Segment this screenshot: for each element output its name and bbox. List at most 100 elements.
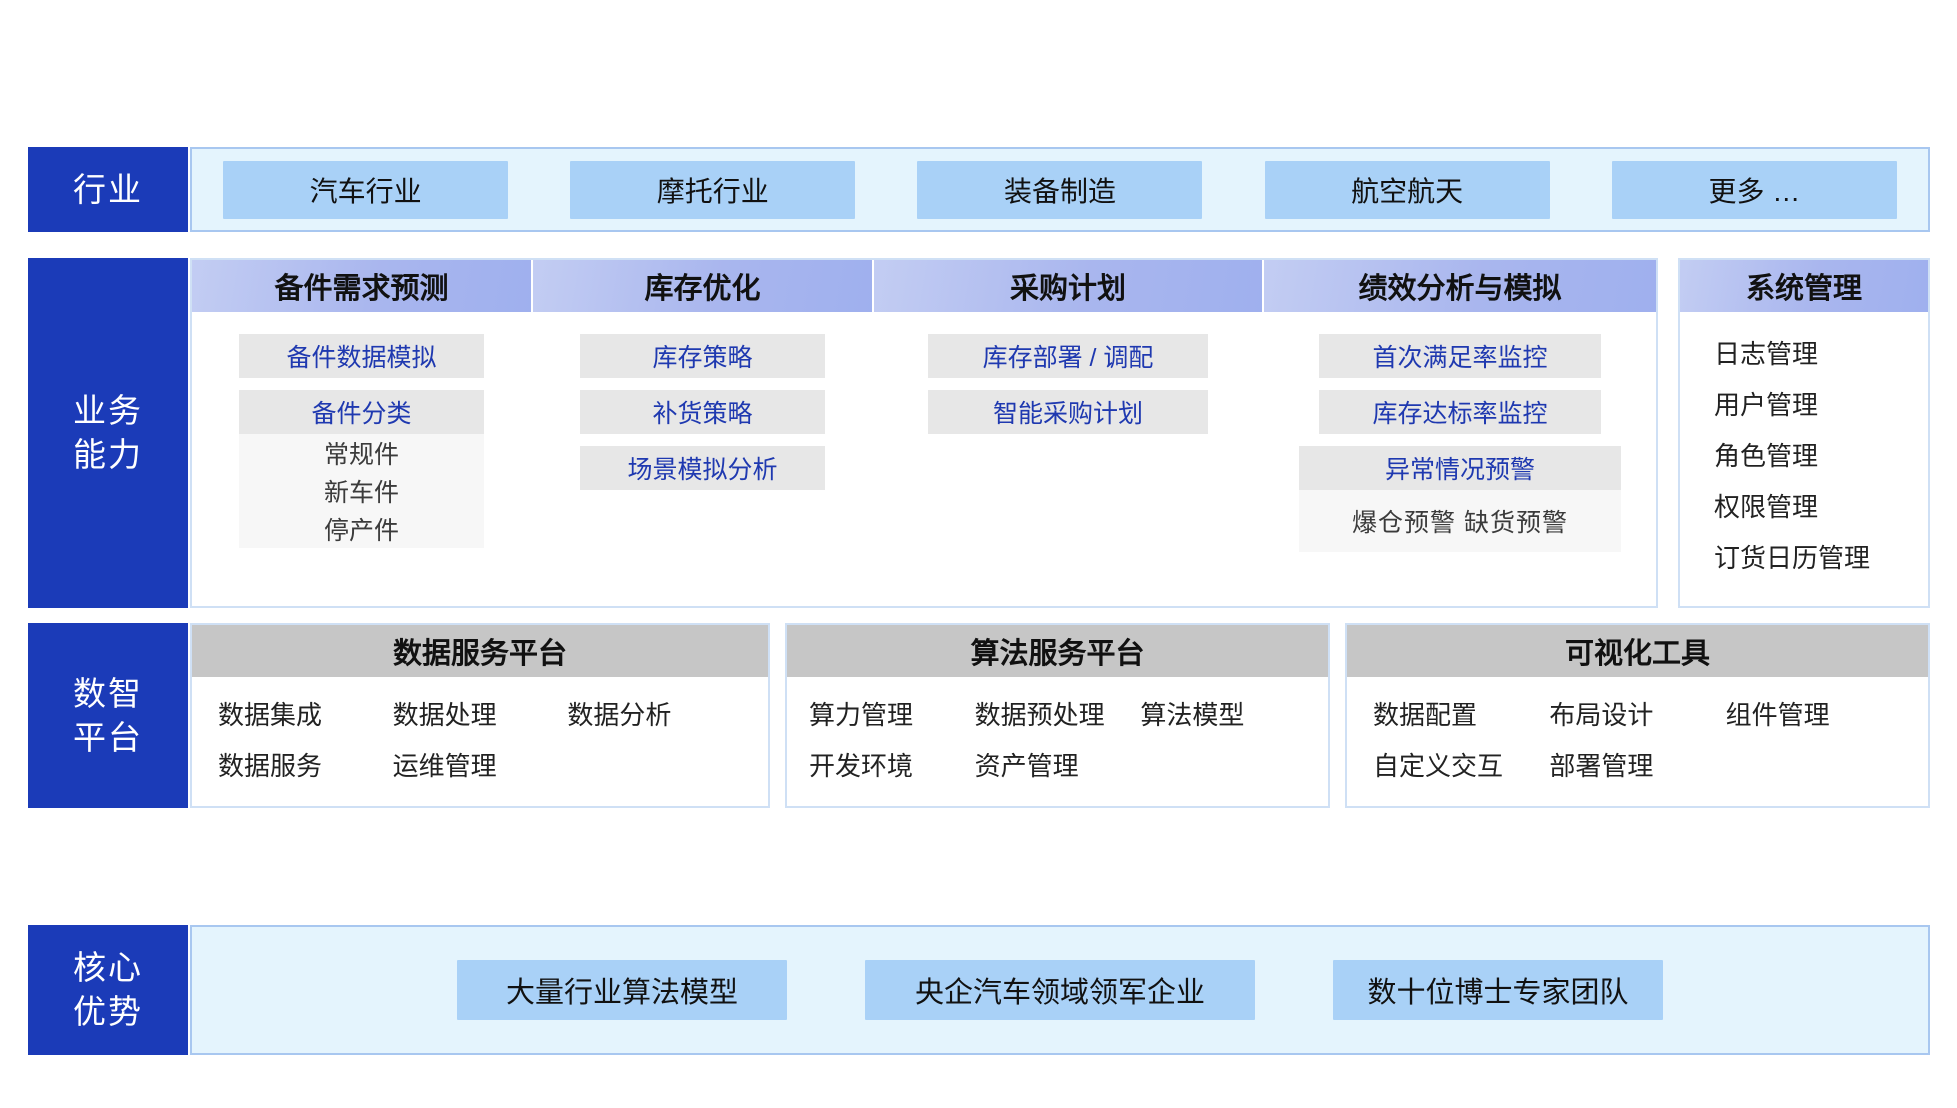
capability-group-exception-alert: 异常情况预警 爆仓预警 缺货预警	[1299, 446, 1621, 552]
platform-item-development-environment[interactable]: 开发环境	[809, 746, 975, 783]
capability-item-inventory-compliance-rate-monitoring[interactable]: 库存达标率监控	[1318, 390, 1602, 434]
industry-chip-motorcycle[interactable]: 摩托行业	[570, 160, 856, 219]
capability-subitem-regular-part-label: 常规件	[323, 441, 399, 469]
capability-header-procurement-plan[interactable]: 采购计划	[874, 260, 1262, 312]
core-advantage-chip-phd-expert-team[interactable]: 数十位博士专家团队	[1333, 960, 1663, 1020]
capability-subitem-discontinued-part-label: 停产件	[323, 517, 399, 545]
capability-subitem-regular-part: 常规件	[324, 434, 399, 472]
platform-header-visualization-tools-label: 可视化工具	[1564, 638, 1710, 670]
capability-item-inventory-strategy-label: 库存策略	[652, 344, 753, 372]
capability-item-spare-parts-data-simulation-label: 备件数据模拟	[286, 344, 437, 372]
capability-group-header-exception-alert[interactable]: 异常情况预警	[1299, 446, 1621, 490]
row-label-core-advantage-line1: 核心	[73, 949, 143, 987]
capability-item-smart-procurement-plan[interactable]: 智能采购计划	[928, 390, 1208, 434]
platform-item-compute-management[interactable]: 算力管理	[809, 695, 975, 732]
capability-subitem-overstock-stockout-alert-label: 爆仓预警 缺货预警	[1352, 509, 1568, 537]
capability-header-procurement-plan-label: 采购计划	[1009, 273, 1126, 305]
system-management-item-order-calendar[interactable]: 订货日历管理	[1714, 538, 1928, 575]
capability-subitem-new-vehicle-part: 新车件	[324, 472, 399, 510]
platform-item-component-management[interactable]: 组件管理	[1726, 695, 1902, 732]
capability-header-inventory-optimization-label: 库存优化	[644, 273, 761, 305]
capability-item-inventory-strategy[interactable]: 库存策略	[580, 334, 825, 378]
capability-body-performance-analysis-simulation: 首次满足率监控 库存达标率监控 异常情况预警 爆仓预警 缺货预警	[1264, 312, 1656, 606]
system-management-item-order-calendar-label: 订货日历管理	[1714, 543, 1871, 573]
capability-subitem-discontinued-part: 停产件	[324, 510, 399, 548]
core-advantage-chip-algorithm-models[interactable]: 大量行业算法模型	[457, 960, 787, 1020]
capability-item-replenishment-strategy-label: 补货策略	[652, 400, 753, 428]
platform-item-layout-design-label: 布局设计	[1549, 700, 1654, 730]
system-management-header-label: 系统管理	[1745, 273, 1862, 305]
system-management-body: 日志管理 用户管理 角色管理 权限管理 订货日历管理	[1680, 312, 1928, 606]
platform-item-deployment-management[interactable]: 部署管理	[1549, 746, 1725, 783]
platform-item-data-preprocessing[interactable]: 数据预处理	[975, 695, 1141, 732]
platform-item-algorithm-model[interactable]: 算法模型	[1140, 695, 1306, 732]
capability-header-inventory-optimization[interactable]: 库存优化	[533, 260, 872, 312]
platform-item-deployment-management-label: 部署管理	[1549, 751, 1654, 781]
platform-header-visualization-tools[interactable]: 可视化工具	[1347, 625, 1928, 677]
capability-item-scenario-simulation-analysis[interactable]: 场景模拟分析	[580, 446, 825, 490]
platform-item-ops-management[interactable]: 运维管理	[393, 746, 568, 783]
platform-item-layout-design[interactable]: 布局设计	[1549, 695, 1725, 732]
platform-body-data-service: 数据集成 数据处理 数据分析 数据服务 运维管理	[192, 677, 768, 806]
capability-column-spare-parts-forecast: 备件需求预测 备件数据模拟 备件分类 常规件 新车件	[192, 260, 533, 606]
capability-header-spare-parts-forecast[interactable]: 备件需求预测	[192, 260, 531, 312]
capability-body-inventory-optimization: 库存策略 补货策略 场景模拟分析	[533, 312, 872, 606]
platform-item-data-configuration[interactable]: 数据配置	[1373, 695, 1549, 732]
platform-item-data-service-label: 数据服务	[218, 751, 323, 781]
capability-column-inventory-optimization: 库存优化 库存策略 补货策略 场景模拟分析	[533, 260, 874, 606]
industry-band: 汽车行业 摩托行业 装备制造 航空航天 更多 …	[190, 147, 1930, 232]
platform-header-algorithm-service-label: 算法服务平台	[970, 638, 1145, 670]
system-management-panel: 系统管理 日志管理 用户管理 角色管理 权限管理 订货日历管理	[1678, 258, 1930, 608]
industry-chip-automotive[interactable]: 汽车行业	[223, 160, 509, 219]
row-label-data-platform-line1: 数智	[73, 674, 143, 712]
core-advantage-chip-soe-automotive-leader-label: 央企汽车领域领军企业	[914, 977, 1205, 1009]
industry-chip-more[interactable]: 更多 …	[1611, 160, 1897, 219]
system-management-item-user[interactable]: 用户管理	[1714, 385, 1928, 422]
platform-item-data-integration[interactable]: 数据集成	[218, 695, 393, 732]
industry-chip-aerospace[interactable]: 航空航天	[1264, 160, 1550, 219]
platform-item-component-management-label: 组件管理	[1725, 700, 1830, 730]
platform-item-data-service[interactable]: 数据服务	[218, 746, 393, 783]
platform-item-data-processing[interactable]: 数据处理	[393, 695, 568, 732]
core-advantage-chip-soe-automotive-leader[interactable]: 央企汽车领域领军企业	[865, 960, 1255, 1020]
platform-item-asset-management[interactable]: 资产管理	[975, 746, 1141, 783]
platform-header-data-service[interactable]: 数据服务平台	[192, 625, 768, 677]
capability-subitem-new-vehicle-part-label: 新车件	[323, 479, 399, 507]
capability-header-performance-analysis-simulation[interactable]: 绩效分析与模拟	[1264, 260, 1656, 312]
industry-chip-equipment-label: 装备制造	[1003, 175, 1116, 207]
platform-item-data-preprocessing-label: 数据预处理	[974, 700, 1105, 730]
capability-item-replenishment-strategy[interactable]: 补货策略	[580, 390, 825, 434]
system-management-header[interactable]: 系统管理	[1680, 260, 1928, 312]
row-label-data-platform-line2: 平台	[73, 718, 143, 756]
capability-column-performance-analysis-simulation: 绩效分析与模拟 首次满足率监控 库存达标率监控 异常情况预警 爆仓预警	[1264, 260, 1656, 606]
row-label-core-advantage: 核心 优势	[28, 925, 188, 1055]
industry-chip-motorcycle-label: 摩托行业	[656, 175, 769, 207]
capability-item-first-fill-rate-monitoring-label: 首次满足率监控	[1372, 344, 1548, 372]
platform-panel-data-service: 数据服务平台 数据集成 数据处理 数据分析 数据服务 运维管理	[190, 623, 770, 808]
capability-group-header-spare-parts-classification[interactable]: 备件分类	[239, 390, 484, 434]
row-label-business-capability-line2: 能力	[73, 436, 143, 473]
system-management-item-permission[interactable]: 权限管理	[1714, 487, 1928, 524]
platform-item-data-analysis-label: 数据分析	[567, 700, 672, 730]
system-management-item-user-label: 用户管理	[1714, 390, 1819, 420]
industry-chip-equipment[interactable]: 装备制造	[917, 160, 1203, 219]
platform-item-data-analysis[interactable]: 数据分析	[567, 695, 742, 732]
platform-body-visualization-tools: 数据配置 布局设计 组件管理 自定义交互 部署管理	[1347, 677, 1928, 806]
capability-item-spare-parts-data-simulation[interactable]: 备件数据模拟	[239, 334, 484, 378]
capability-header-performance-analysis-simulation-label: 绩效分析与模拟	[1358, 273, 1562, 305]
core-advantage-chip-phd-expert-team-label: 数十位博士专家团队	[1367, 977, 1629, 1009]
capability-item-first-fill-rate-monitoring[interactable]: 首次满足率监控	[1318, 334, 1602, 378]
system-management-item-role[interactable]: 角色管理	[1714, 436, 1928, 473]
platform-item-algorithm-model-label: 算法模型	[1140, 700, 1245, 730]
capability-body-procurement-plan: 库存部署 / 调配 智能采购计划	[874, 312, 1262, 606]
platform-item-data-integration-label: 数据集成	[218, 700, 323, 730]
platform-item-custom-interaction[interactable]: 自定义交互	[1373, 746, 1549, 783]
capability-subitem-overstock-stockout-alert: 爆仓预警 缺货预警	[1352, 490, 1568, 552]
system-management-item-log[interactable]: 日志管理	[1714, 334, 1928, 371]
row-label-business-capability-line1: 业务	[73, 392, 143, 430]
system-management-item-permission-label: 权限管理	[1714, 492, 1819, 522]
platform-header-algorithm-service[interactable]: 算法服务平台	[787, 625, 1328, 677]
capability-item-inventory-deployment-allocation[interactable]: 库存部署 / 调配	[928, 334, 1208, 378]
industry-chip-more-label: 更多 …	[1708, 175, 1801, 207]
